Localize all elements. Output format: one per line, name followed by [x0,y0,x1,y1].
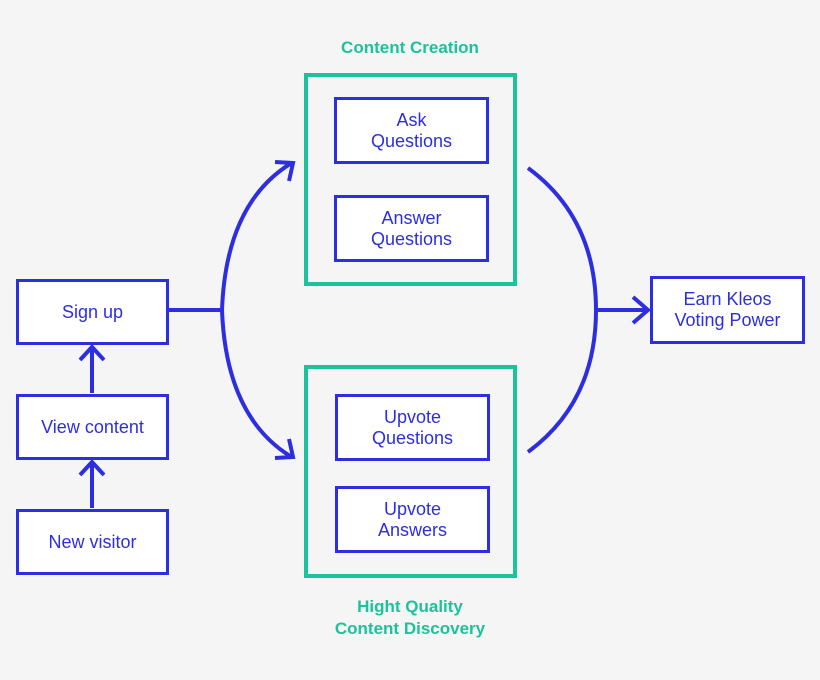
arc-signup-to-content-creation [220,162,292,311]
content-creation-title: Content Creation [290,37,530,59]
answer-questions-node: Answer Questions [334,195,489,262]
upvote-questions-line1: Upvote [383,406,442,427]
ask-questions-line2: Questions [370,130,453,151]
earn-kleos-node: Earn Kleos Voting Power [650,276,805,344]
view-content-node: View content [16,394,169,460]
arc-signup-to-content-discovery [220,309,292,458]
ask-questions-node: Ask Questions [334,97,489,164]
content-discovery-title-line2: Content Discovery [334,619,486,638]
new-visitor-node: New visitor [16,509,169,575]
view-content-label: View content [41,416,144,437]
sign-up-node: Sign up [16,279,169,345]
content-discovery-title-line1: Hight Quality [357,597,463,616]
content-discovery-group [304,365,517,578]
sign-up-label: Sign up [61,301,124,322]
upvote-questions-node: Upvote Questions [335,394,490,461]
content-discovery-title: Hight Quality Content Discovery [290,596,530,640]
arc-content-discovery-to-earn [526,309,598,454]
earn-kleos-line1: Earn Kleos [683,289,772,309]
upvote-answers-line2: Answers [377,519,448,540]
upvote-questions-line2: Questions [371,427,454,448]
new-visitor-label: New visitor [48,531,137,552]
ask-questions-line1: Ask [396,109,427,130]
arrowhead-content-creation [274,160,296,182]
arrowhead-earn-kleos [631,295,652,325]
answer-questions-line2: Questions [370,228,453,249]
earn-kleos-line2: Voting Power [674,310,781,330]
answer-questions-line1: Answer [381,207,442,228]
arrowhead-content-discovery [274,438,296,460]
upvote-answers-node: Upvote Answers [335,486,490,553]
arrowhead-viewcontent [78,459,106,477]
upvote-answers-line1: Upvote [383,498,442,519]
arc-content-creation-to-earn [526,166,598,311]
content-creation-title-text: Content Creation [341,38,479,57]
content-creation-group [304,73,517,286]
arrowhead-signup [78,344,106,362]
